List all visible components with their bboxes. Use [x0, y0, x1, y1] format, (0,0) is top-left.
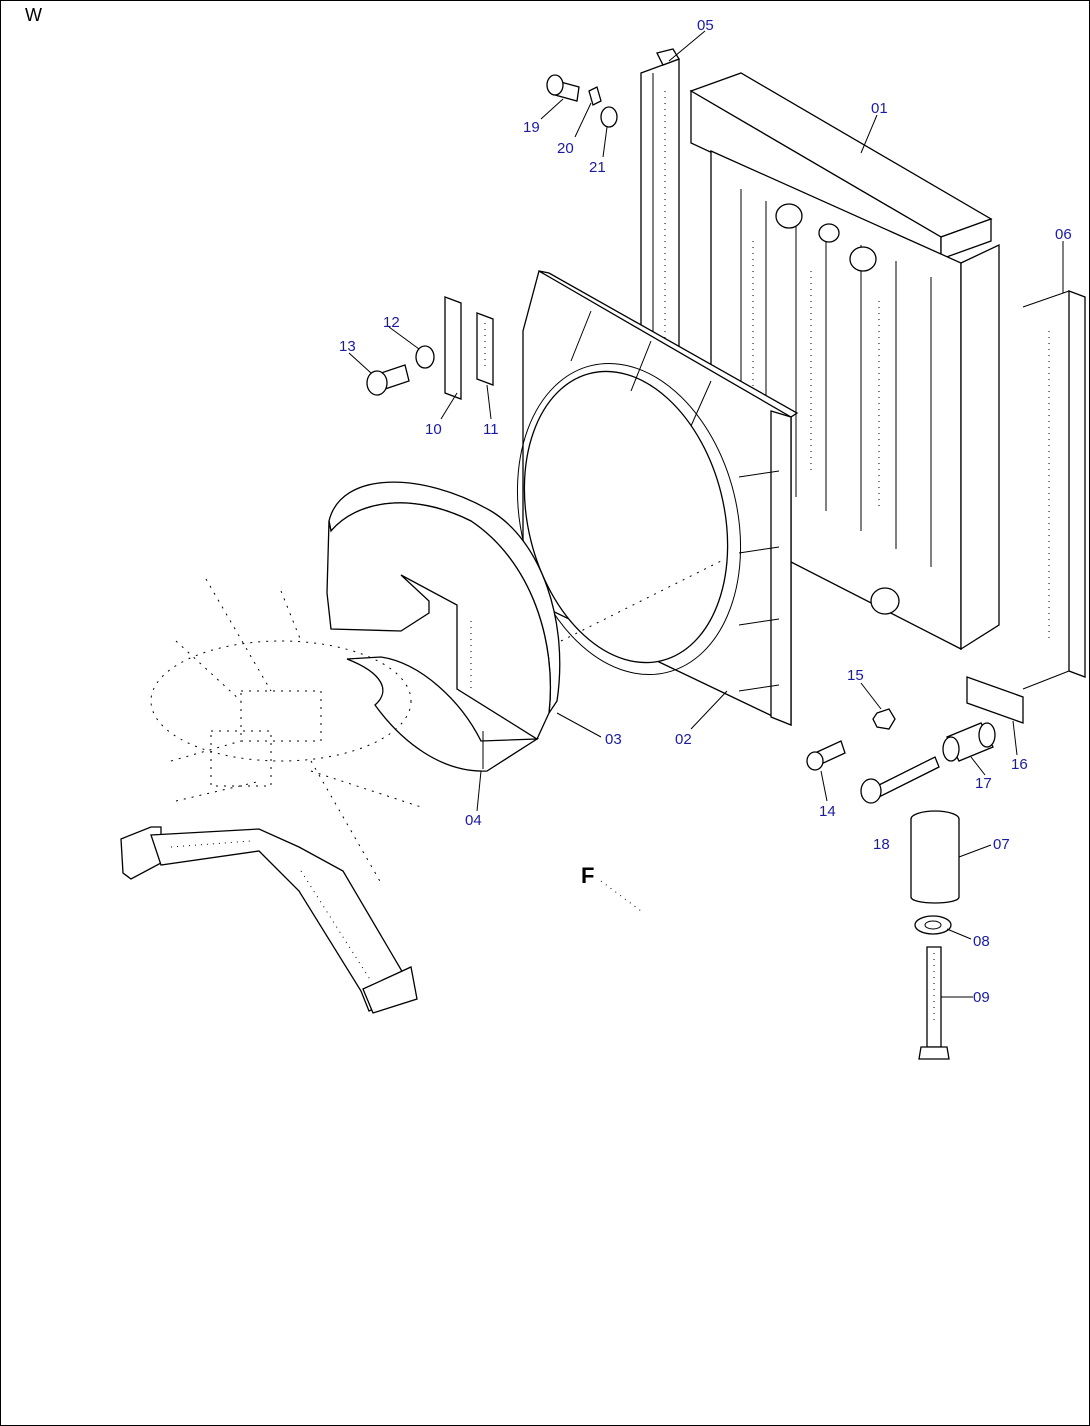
nut-15-part [872, 708, 896, 730]
callout-07[interactable]: 07 [993, 836, 1010, 853]
washer-21-part [600, 106, 618, 128]
washer-20-part [588, 86, 602, 106]
callout-18[interactable]: 18 [873, 836, 890, 853]
callout-17[interactable]: 17 [975, 775, 992, 792]
front-direction-arrow [600, 880, 642, 912]
radiator-stay-part [120, 826, 418, 1014]
side-bracket-left-part [640, 48, 680, 366]
callout-14[interactable]: 14 [819, 803, 836, 820]
callout-11[interactable]: 11 [483, 421, 499, 438]
bolt-09-part [918, 946, 950, 1060]
callout-02[interactable]: 02 [675, 731, 692, 748]
callout-04[interactable]: 04 [465, 812, 482, 829]
spacer-plate-part [476, 312, 494, 386]
radiator-part [689, 72, 1000, 651]
callout-19[interactable]: 19 [523, 119, 540, 136]
callout-10[interactable]: 10 [425, 421, 442, 438]
washer-08-part [914, 915, 952, 935]
callout-12[interactable]: 12 [383, 314, 400, 331]
side-bracket-right-part [1022, 290, 1086, 690]
callout-15[interactable]: 15 [847, 667, 864, 684]
fan-shroud-part [516, 270, 799, 727]
callout-06[interactable]: 06 [1055, 226, 1072, 243]
bolt-13-part [366, 364, 410, 396]
shim-plate-part [444, 296, 462, 400]
callout-21[interactable]: 21 [589, 159, 606, 176]
sheet-corner-mark: W [25, 5, 42, 25]
callout-leaders [348, 30, 1064, 998]
front-direction-mark: F [581, 863, 594, 888]
callout-16[interactable]: 16 [1011, 756, 1028, 773]
callout-09[interactable]: 09 [973, 989, 990, 1006]
bolt-19-part [546, 74, 580, 102]
callout-20[interactable]: 20 [557, 140, 574, 157]
bolt-17-part [860, 756, 940, 804]
callout-13[interactable]: 13 [339, 338, 356, 355]
cushion-17-part [942, 722, 996, 762]
fan-guard-upper-part [326, 481, 561, 740]
callout-08[interactable]: 08 [973, 933, 990, 950]
cushion-07-part [910, 810, 960, 904]
cooling-fan-phantom [150, 578, 422, 884]
callout-05[interactable]: 05 [697, 17, 714, 34]
fan-guard-lower-part [346, 656, 540, 772]
callout-01[interactable]: 01 [871, 100, 888, 117]
washer-12-part [415, 345, 435, 369]
callout-03[interactable]: 03 [605, 731, 622, 748]
bolt-14-part [806, 740, 846, 771]
plate-16-part [966, 676, 1024, 724]
